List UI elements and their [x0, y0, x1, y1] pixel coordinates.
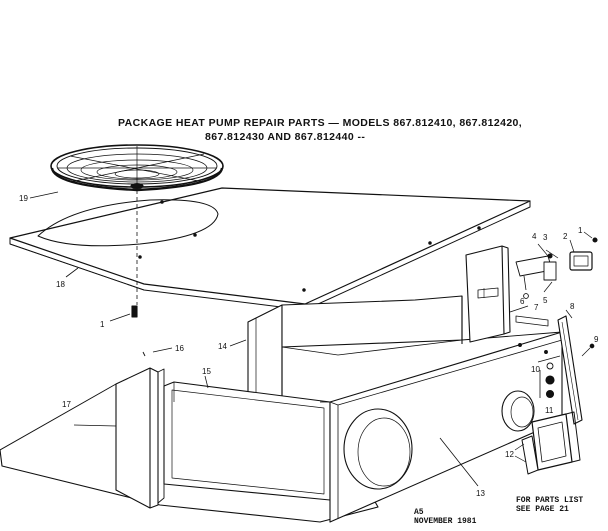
diagram-title-line-1: PACKAGE HEAT PUMP REPAIR PARTS — MODELS …: [118, 117, 523, 129]
cabinet-side-part-13: [320, 331, 563, 523]
base-pan: [0, 383, 379, 523]
footer-parts-list-line-2: SEE PAGE 21: [516, 505, 569, 514]
callout-8: 8: [570, 302, 575, 311]
callout-18: 18: [56, 280, 65, 289]
callout-7: 7: [534, 303, 539, 312]
callout-16: 16: [175, 344, 184, 353]
callout-12: 12: [505, 450, 514, 459]
callout-1-top: 1: [578, 226, 583, 235]
callout-5: 5: [543, 296, 548, 305]
callout-4: 4: [532, 232, 537, 241]
footer-date: NOVEMBER 1981: [414, 517, 477, 526]
callout-19: 19: [19, 194, 28, 203]
callout-3: 3: [543, 233, 548, 242]
leader-17: [73, 424, 117, 427]
filter-panel-part-12: [514, 411, 581, 475]
screw-part-1-left: [109, 305, 138, 322]
capacitor-bracket-part-4: [515, 243, 559, 299]
mounting-channel-part-8: [557, 309, 583, 425]
partition-panel-part-14: [229, 295, 463, 422]
callout-10: 10: [531, 365, 540, 374]
callout-6: 6: [520, 297, 525, 306]
callout-14: 14: [218, 342, 227, 351]
footer-code: A5: [414, 508, 424, 517]
footer-code-date: A5 NOVEMBER 1981: [414, 508, 476, 526]
front-panel-part-15: [163, 375, 331, 501]
callout-9: 9: [594, 335, 599, 344]
callout-15: 15: [202, 367, 211, 376]
callout-13: 13: [476, 489, 485, 498]
leader-18: [65, 267, 79, 278]
footer-parts-list-line-1: FOR PARTS LIST: [516, 496, 584, 505]
control-box-part-7: [465, 245, 549, 343]
callout-17: 17: [62, 400, 71, 409]
leader-19: [29, 191, 59, 199]
callout-11: 11: [545, 406, 554, 415]
diagram-title-line-2: 867.812430 AND 867.812440 --: [205, 131, 366, 143]
small-components-part-9-10-11: [537, 343, 595, 399]
callout-2: 2: [563, 232, 568, 241]
fan-guard-part-19: [50, 144, 224, 192]
contactor-part-2: [569, 231, 598, 271]
callout-1-left: 1: [100, 320, 105, 329]
footer-parts-list-note: FOR PARTS LIST SEE PAGE 21: [516, 496, 583, 514]
top-cover-part-18: [9, 187, 531, 311]
callout-labels: 1 2 3 4 5 6 7 8 9 10 11 12 13 14 15 16 1…: [19, 194, 599, 498]
corner-post-part-16: [115, 347, 173, 509]
